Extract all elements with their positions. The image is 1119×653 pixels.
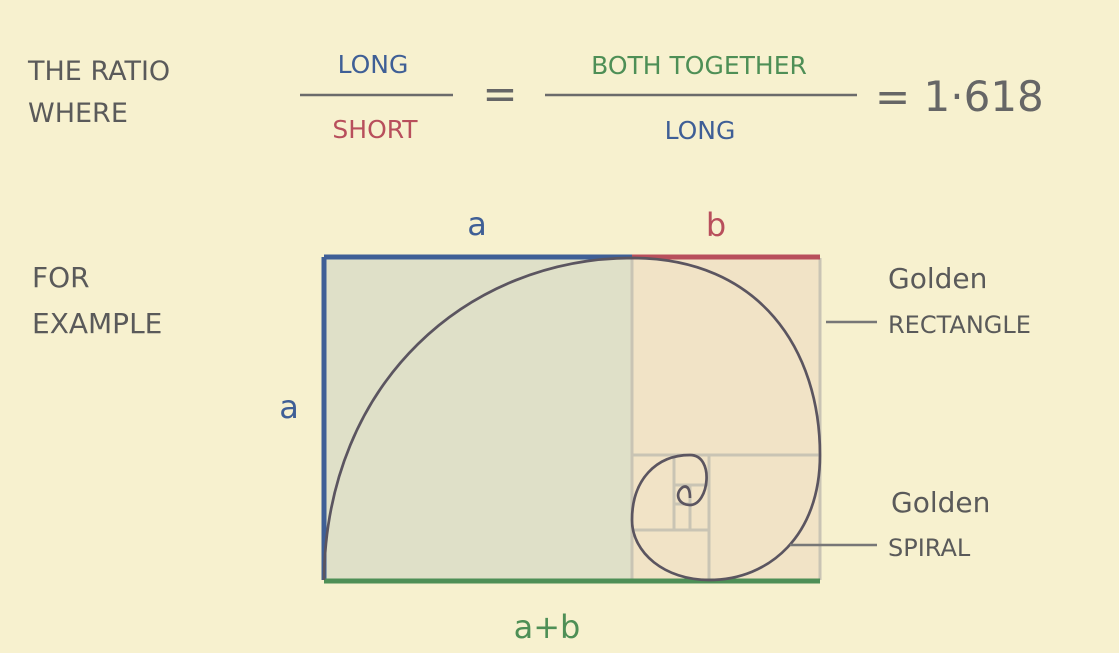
second-fraction-numerator: BOTH TOGETHER <box>591 51 807 80</box>
first-fraction-numerator: LONG <box>338 50 409 79</box>
golden-spiral-label-line-2: SPIRAL <box>888 534 971 562</box>
golden-rectangle-label-line-2: RECTANGLE <box>888 311 1031 339</box>
left-label-a: a <box>279 388 299 426</box>
bottom-label-a-plus-b: a+b <box>514 608 581 646</box>
second-fraction-denominator: LONG <box>665 116 736 145</box>
golden-spiral <box>322 256 822 582</box>
subdivision-lines <box>630 258 822 580</box>
golden-spiral-label-line-1: Golden <box>891 486 990 519</box>
ratio-result: = 1·618 <box>875 72 1044 121</box>
example-line-1: FOR <box>32 261 90 294</box>
top-label-a: a <box>467 205 487 243</box>
golden-rectangle-label-line-1: Golden <box>888 262 987 295</box>
first-fraction-denominator: SHORT <box>332 115 418 144</box>
example-line-2: EXAMPLE <box>32 307 162 340</box>
top-label-b: b <box>706 206 726 244</box>
intro-line-1: THE RATIO <box>27 56 170 87</box>
large-square <box>324 258 632 580</box>
remaining-rectangle <box>632 258 820 580</box>
intro-line-2: WHERE <box>28 98 128 129</box>
equals-sign: = <box>482 69 517 118</box>
